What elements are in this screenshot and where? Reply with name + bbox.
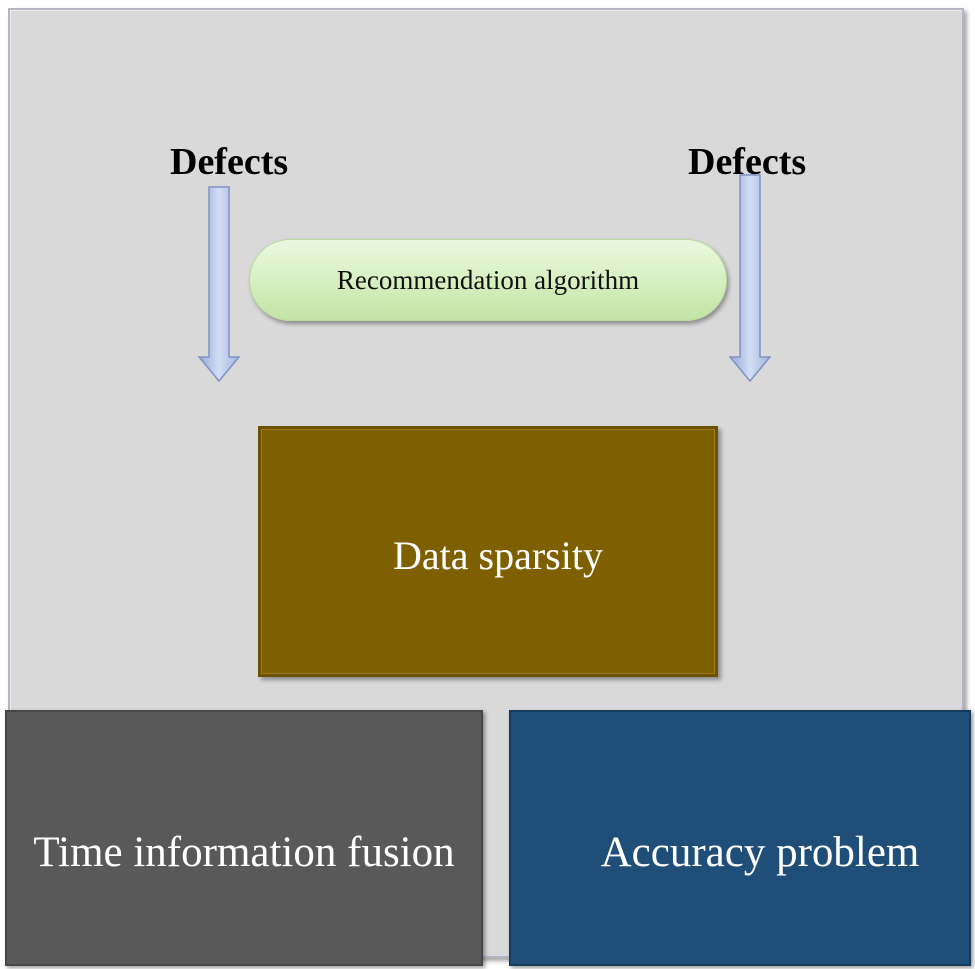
- down-arrow-right: [728, 174, 772, 383]
- recommendation-algorithm-text: Recommendation algorithm: [336, 264, 640, 295]
- accuracy-problem-box: Accuracy problem: [509, 710, 971, 966]
- time-information-fusion-box: Time information fusion: [5, 710, 483, 966]
- data-sparsity-text: Data sparsity: [393, 533, 603, 578]
- defects-label-left: Defects: [170, 141, 289, 183]
- data-sparsity-box: Data sparsity: [258, 426, 718, 677]
- time-information-fusion-text: Time information fusion: [33, 828, 455, 876]
- accuracy-problem-text: Accuracy problem: [600, 828, 920, 876]
- down-arrow-left: [197, 186, 241, 383]
- recommendation-algorithm-pill: Recommendation algorithm: [249, 239, 727, 321]
